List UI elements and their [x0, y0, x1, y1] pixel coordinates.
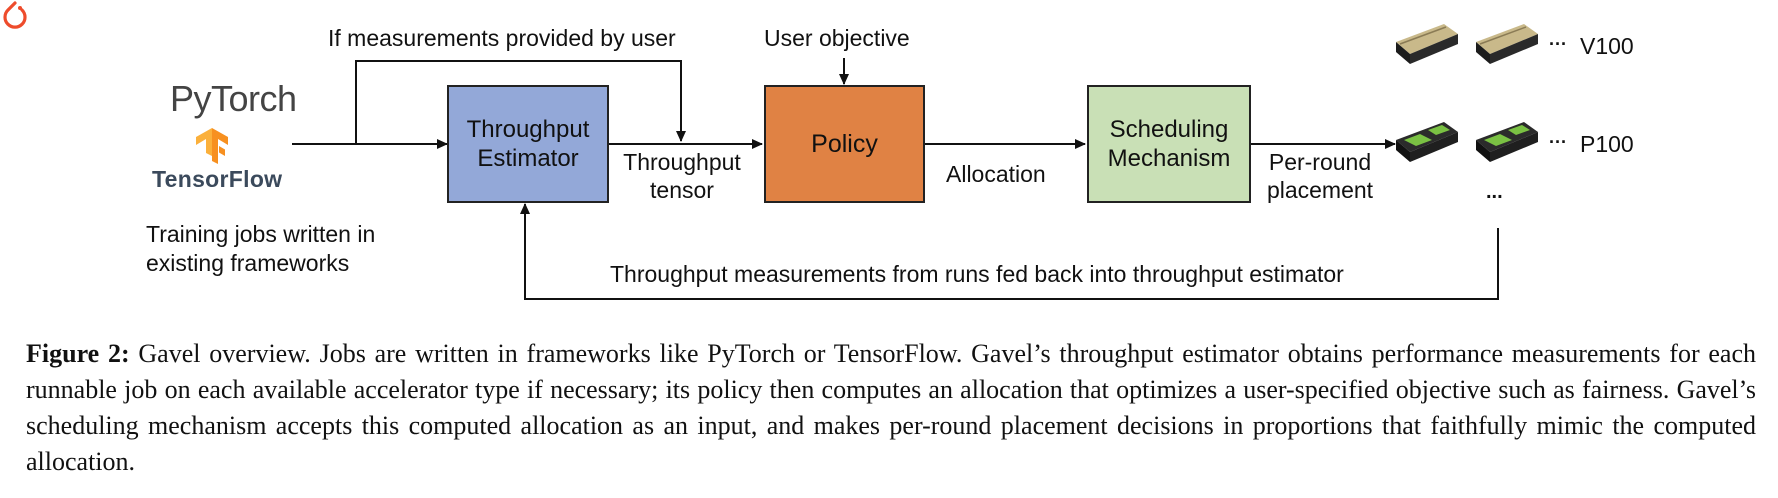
- per-round-line1: Per-round: [1268, 149, 1372, 175]
- diagram-arrows: [292, 58, 1499, 300]
- frameworks-description-line1: Training jobs written in: [146, 221, 376, 247]
- throughput-estimator-box: Throughput Estimator: [447, 85, 609, 203]
- per-round-line2: placement: [1266, 177, 1374, 203]
- caption-text: Gavel overview. Jobs are written in fram…: [26, 339, 1756, 476]
- arrow-user-measurements-bypass: [355, 60, 686, 144]
- p100-gpu-icon: [1396, 122, 1458, 162]
- mechanism-label-line1: Scheduling: [1109, 116, 1229, 143]
- policy-label: Policy: [811, 129, 878, 158]
- more-accelerators-ellipsis: ...: [1486, 181, 1503, 203]
- pytorch-flame-icon: [3, 1, 27, 29]
- label-per-round-placement: Per-round placement: [1253, 148, 1387, 204]
- v100-gpu-icon: [1396, 24, 1458, 64]
- figure-caption: Figure 2: Gavel overview. Jobs are writt…: [26, 336, 1756, 480]
- label-throughput-tensor: Throughput tensor: [612, 148, 752, 204]
- scheduling-mechanism-box: Scheduling Mechanism: [1087, 85, 1251, 203]
- v100-ellipsis: ···: [1549, 34, 1567, 54]
- arrow-feedback-loop: [520, 203, 1499, 300]
- label-allocation: Allocation: [946, 161, 1046, 187]
- policy-box: Policy: [764, 85, 925, 203]
- v100-label: V100: [1580, 33, 1634, 59]
- label-measurements-provided: If measurements provided by user: [328, 25, 676, 51]
- estimator-label-line2: Estimator: [477, 145, 579, 172]
- throughput-tensor-line1: Throughput: [623, 149, 741, 175]
- p100-ellipsis: ···: [1549, 132, 1567, 152]
- frameworks-description-line2: existing frameworks: [146, 250, 350, 276]
- overview-diagram: PyTorch TensorFlow Training jobs written…: [3, 1, 1634, 300]
- label-feedback-measurements: Throughput measurements from runs fed ba…: [610, 261, 1344, 287]
- p100-gpu-icon: [1476, 122, 1538, 162]
- caption-label: Figure 2:: [26, 339, 130, 368]
- label-user-objective: User objective: [764, 25, 910, 51]
- tensorflow-logo-icon: [196, 128, 228, 164]
- tensorflow-logo-text: TensorFlow: [152, 166, 283, 192]
- p100-label: P100: [1580, 131, 1634, 157]
- v100-gpu-icon: [1476, 24, 1538, 64]
- mechanism-label-line2: Mechanism: [1107, 145, 1231, 172]
- throughput-tensor-line2: tensor: [650, 177, 714, 203]
- estimator-label-line1: Throughput: [466, 116, 590, 143]
- pytorch-logo-text: PyTorch: [170, 78, 297, 119]
